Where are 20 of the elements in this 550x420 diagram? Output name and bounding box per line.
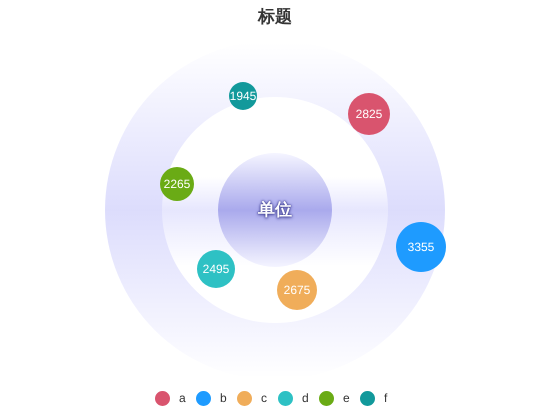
legend-label: e (343, 390, 351, 407)
chart-title: 标题 (256, 6, 293, 28)
value-bubble (160, 167, 194, 201)
unit-label: 单位 (258, 199, 292, 222)
value-bubble (229, 82, 257, 110)
value-label: 1945 (230, 90, 256, 102)
legend-label: b (220, 390, 228, 407)
value-label: 2265 (164, 178, 190, 190)
value-bubble (396, 222, 446, 272)
value-label: 2675 (284, 284, 310, 296)
value-label: 3355 (408, 241, 434, 253)
legend-label: a (179, 390, 187, 407)
value-bubble (277, 270, 317, 310)
value-label: 2495 (202, 263, 230, 275)
value-bubble (348, 93, 390, 135)
legend-label: d (302, 390, 310, 407)
value-label: 2825 (356, 108, 382, 120)
legend-label: f (384, 390, 388, 407)
legend-label: c (261, 390, 268, 407)
value-bubble (197, 250, 235, 288)
